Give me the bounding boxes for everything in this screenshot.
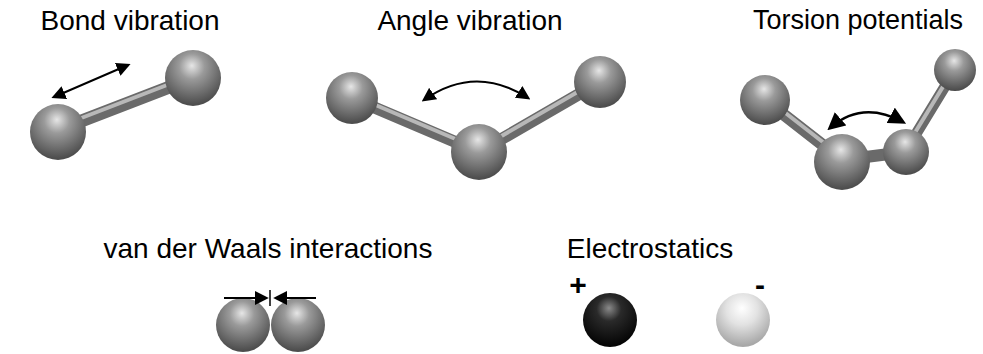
charge-sign: + <box>569 268 587 303</box>
panel-heading: Electrostatics <box>567 233 734 265</box>
panel-heading: van der Waals interactions <box>104 233 433 265</box>
torsion-illustration <box>740 49 976 190</box>
panel-heading: Bond vibration <box>40 5 219 37</box>
charge-sign: - <box>755 268 765 303</box>
panel-heading: Angle vibration <box>377 5 562 37</box>
vdw-illustration <box>216 290 325 352</box>
panel-heading: Torsion potentials <box>753 5 963 36</box>
electrostatics-illustration <box>583 293 770 347</box>
angle-illustration <box>326 56 626 180</box>
bond-illustration <box>30 50 221 160</box>
